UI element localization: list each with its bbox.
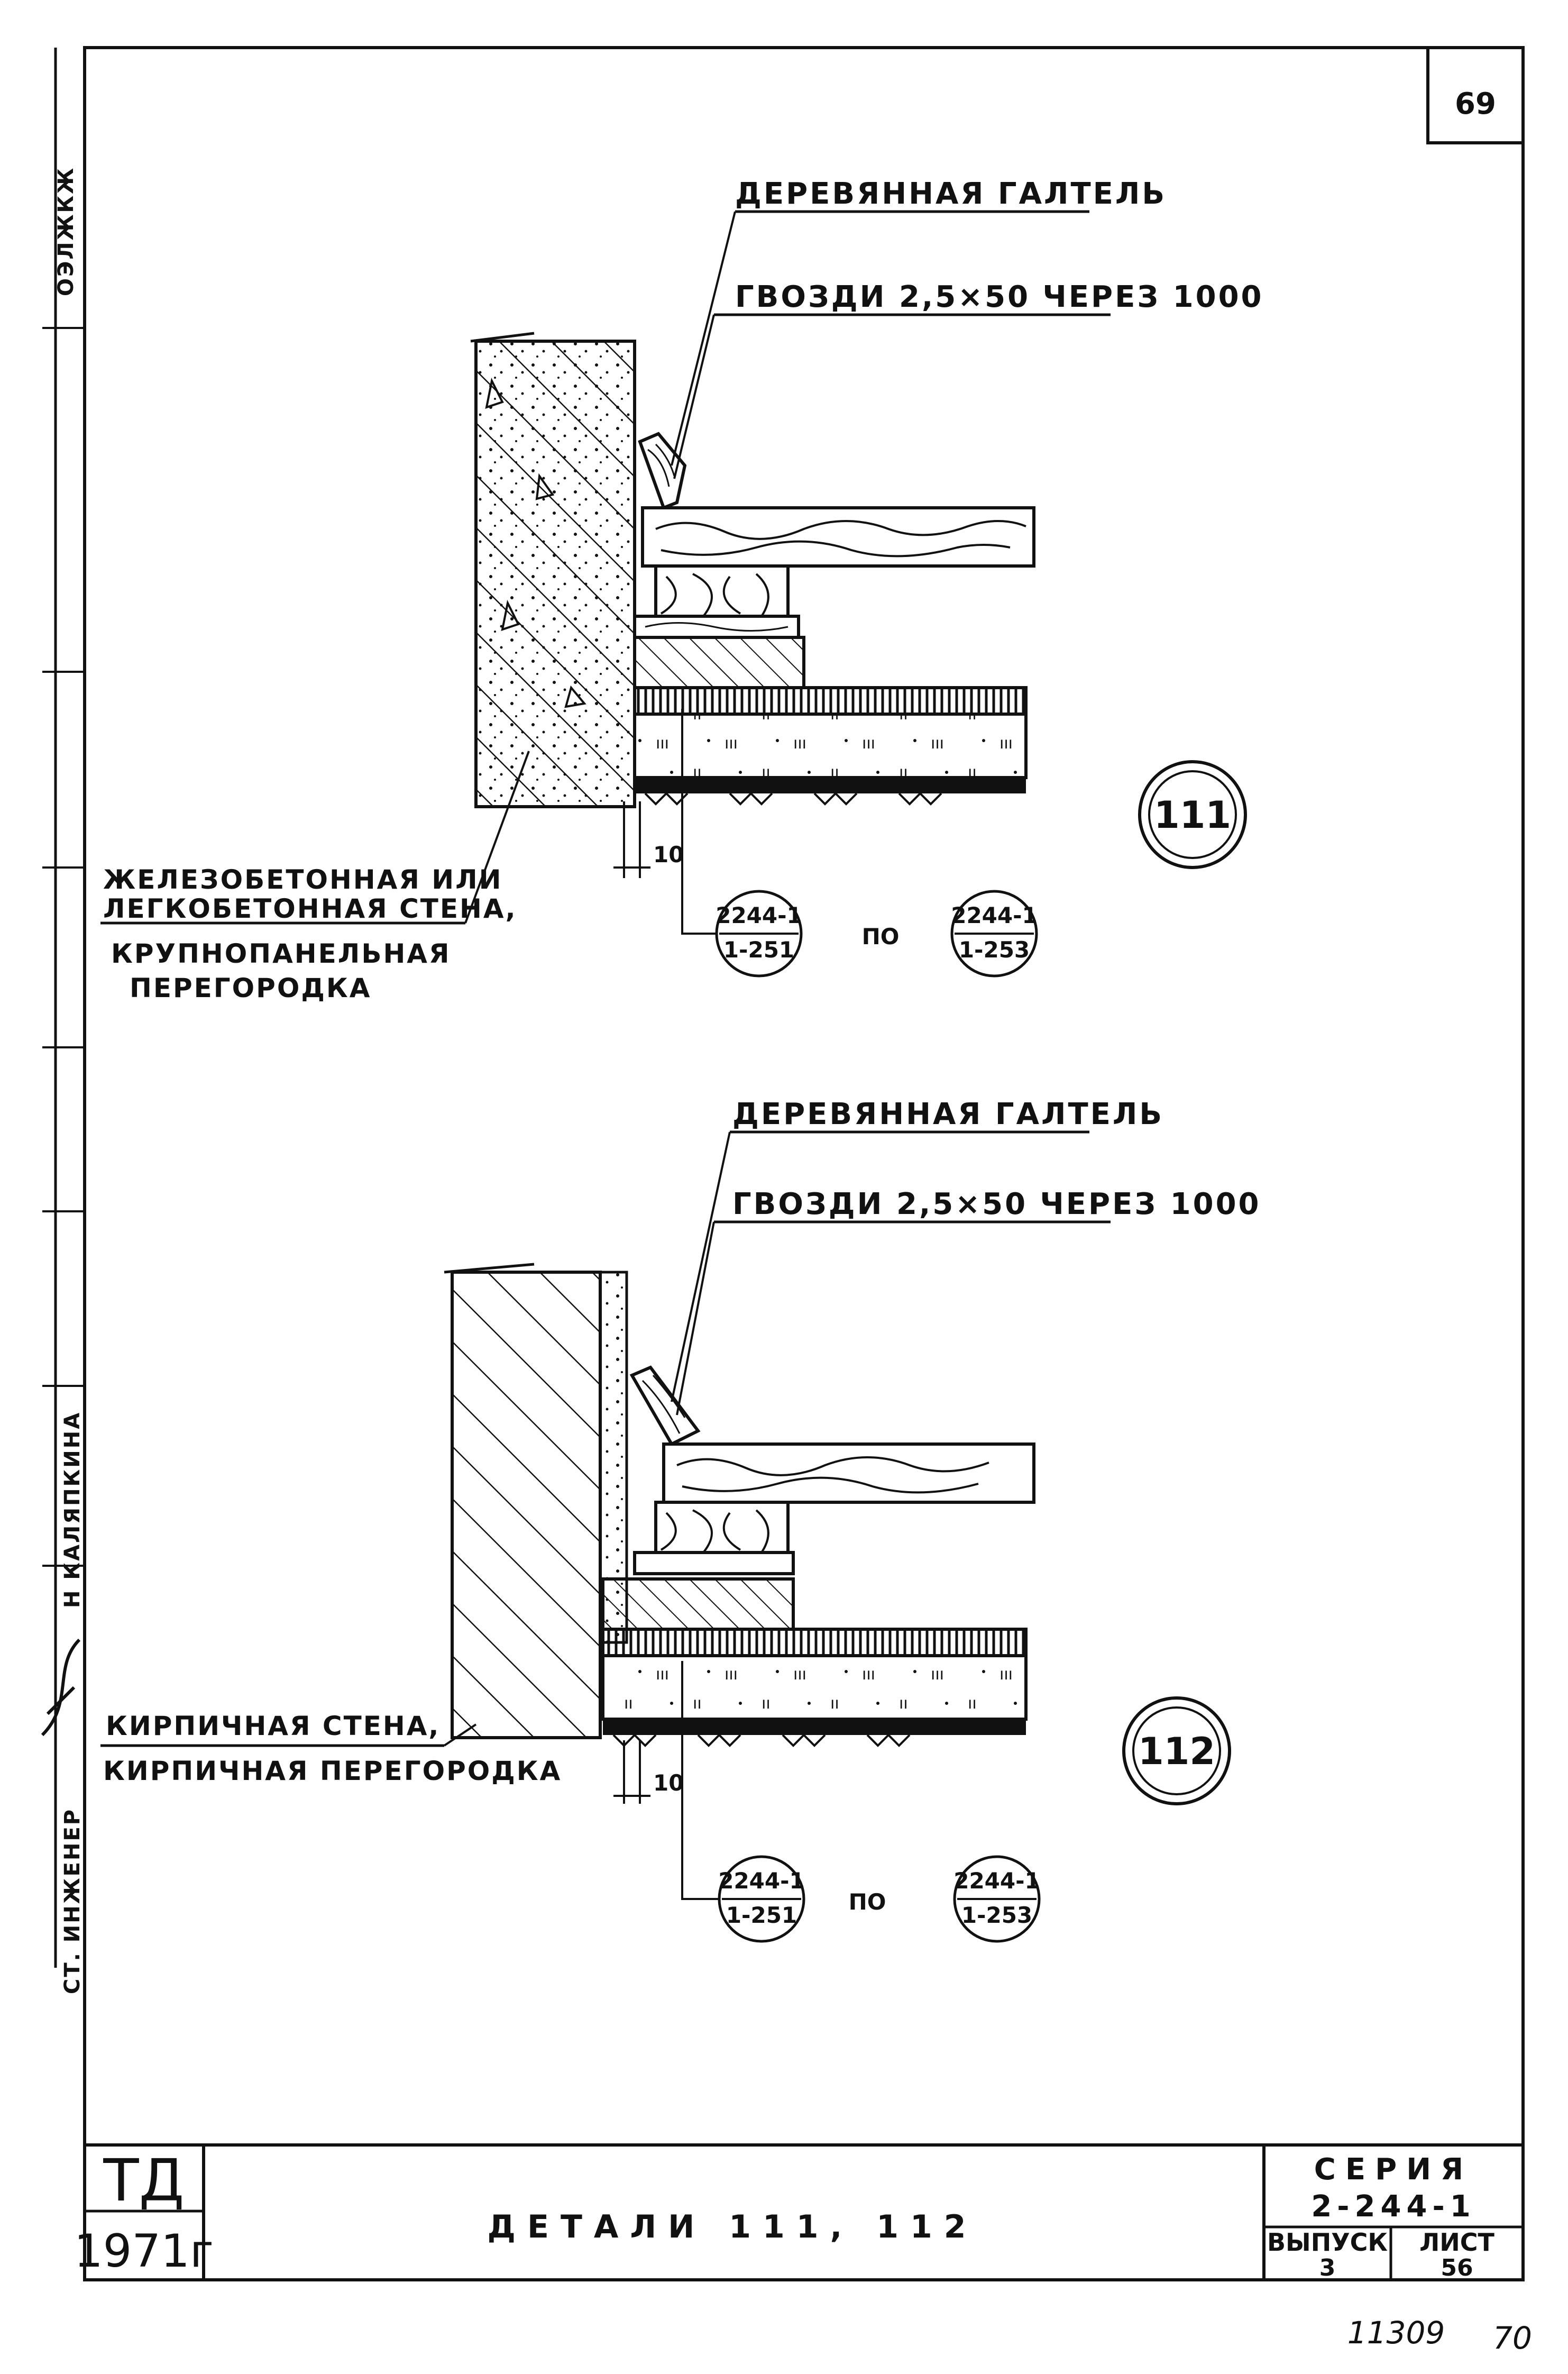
footer-stamp: 11309 [1347, 2315, 1445, 2351]
detail-112: 10 ДЕРЕВЯННАЯ ГАЛТЕЛЬ ГВОЗДИ 2,5×50 ЧЕРЕ… [100, 1097, 1261, 1943]
gap-112: 10 [653, 1770, 684, 1796]
svg-text:111: 111 [1154, 793, 1231, 837]
ref-to-111: 2244-1 1-253 [950, 890, 1038, 978]
slab [635, 778, 1026, 793]
ref-word-112: ПО [849, 1889, 886, 1915]
ref-word-111: ПО [862, 924, 900, 949]
floor-board-112 [662, 1442, 1035, 1504]
ref-to-112: 2244-1 1-253 [953, 1855, 1041, 1943]
series-label: СЕРИЯ [1314, 2152, 1473, 2187]
ref-from-112: 2244-1 1-251 [718, 1855, 805, 1943]
footer-number: 70 [1493, 2320, 1532, 2356]
left-strip-ticks [42, 327, 85, 1567]
sheet-label: ЛИСТ [1419, 2228, 1494, 2257]
svg-text:1-253: 1-253 [961, 1902, 1032, 1928]
side-stamp-role: СТ. ИНЖЕНЕР [60, 1808, 85, 1994]
sheet-number-box [1426, 46, 1525, 144]
fibre-layer-112 [601, 1628, 1028, 1657]
svg-text:2244-1: 2244-1 [953, 1868, 1040, 1894]
side-stamp-name: Н КАЛЯПКИНА [60, 1411, 85, 1608]
wood-cove [638, 432, 687, 510]
screed-112 [601, 1577, 795, 1631]
wall-label-112-2: КИРПИЧНАЯ ПЕРЕГОРОДКА [103, 1756, 562, 1786]
side-stamp-top: ОЭЛЖКЖ [54, 167, 78, 296]
svg-text:2244-1: 2244-1 [716, 902, 802, 928]
label-nails-111: ГВОЗДИ 2,5×50 ЧЕРЕЗ 1000 [735, 280, 1264, 314]
label-nails-112: ГВОЗДИ 2,5×50 ЧЕРЕЗ 1000 [732, 1187, 1261, 1221]
sheet-title: ДЕТАЛИ 111, 112 [488, 2208, 978, 2245]
gap-111: 10 [653, 842, 684, 868]
wall-label-111-2: ЛЕГКОБЕТОННАЯ СТЕНА, [103, 893, 517, 924]
svg-text:2244-1: 2244-1 [951, 902, 1038, 928]
wall-label-111-3: КРУПНОПАНЕЛЬНАЯ [111, 938, 451, 969]
ref-from-111: 2244-1 1-251 [715, 890, 803, 978]
detail-marker-111: 111 [1138, 760, 1247, 869]
svg-text:2244-1: 2244-1 [718, 1868, 805, 1894]
insulation [633, 713, 1028, 779]
fibre-layer [633, 686, 1028, 716]
floor-board [641, 506, 1035, 568]
series-value: 2-244-1 [1311, 2189, 1475, 2224]
title-block: ТД 1971г ДЕТАЛИ 111, 112 СЕРИЯ 2-244-1 В… [74, 2143, 1523, 2281]
label-cove-112: ДЕРЕВЯННАЯ ГАЛТЕЛЬ [732, 1097, 1164, 1131]
joist-112 [654, 1501, 790, 1557]
svg-text:1-251: 1-251 [723, 937, 794, 963]
svg-text:1-253: 1-253 [959, 937, 1030, 963]
svg-text:1-251: 1-251 [726, 1902, 797, 1928]
wall-label-112-1: КИРПИЧНАЯ СТЕНА, [106, 1711, 440, 1741]
svg-text:112: 112 [1138, 1730, 1215, 1773]
detail-marker-112: 112 [1122, 1696, 1231, 1805]
wall-label-111-4: ПЕРЕГОРОДКА [130, 973, 371, 1003]
wood-cove-112 [629, 1365, 701, 1446]
issue-label: ВЫПУСК [1267, 2228, 1388, 2257]
brick-wall [451, 1271, 602, 1739]
year: 1971г [74, 2225, 214, 2278]
insulation-112 [601, 1654, 1028, 1721]
org-code: ТД [103, 2147, 184, 2214]
wall-label-111-1: ЖЕЛЕЗОБЕТОННАЯ ИЛИ [103, 864, 502, 895]
screed [633, 636, 805, 689]
sheet-value: 56 [1441, 2254, 1473, 2281]
sheet-number: 69 [1455, 87, 1496, 121]
sheet-frame [83, 46, 1525, 2281]
detail-111: 10 ДЕРЕВЯННАЯ ГАЛТЕЛЬ ГВОЗДИ 2,5×50 ЧЕРЕ… [100, 177, 1264, 1003]
label-cove-111: ДЕРЕВЯННАЯ ГАЛТЕЛЬ [735, 177, 1167, 211]
issue-value: 3 [1319, 2254, 1336, 2281]
signature [41, 1638, 81, 1737]
pad-112 [633, 1551, 795, 1575]
